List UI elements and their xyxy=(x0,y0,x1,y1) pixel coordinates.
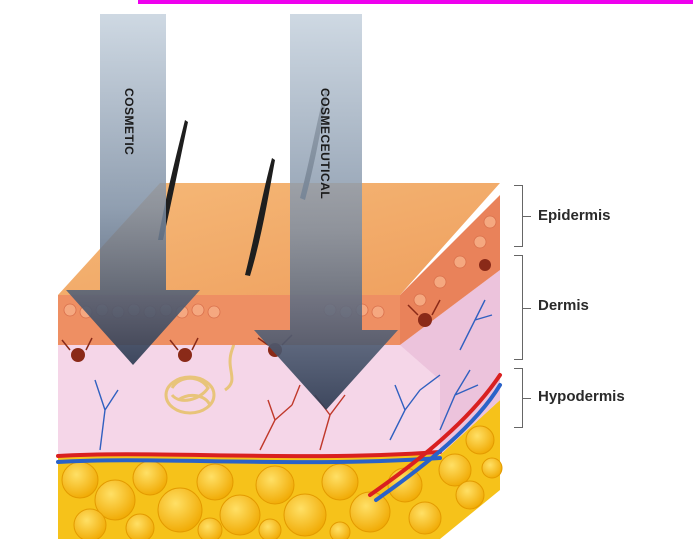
epidermis-bracket xyxy=(514,185,523,247)
dermis-label: Dermis xyxy=(538,297,589,314)
hypodermis-bracket xyxy=(514,368,523,428)
hypodermis-label: Hypodermis xyxy=(538,388,625,405)
cosmeceutical-label: COSMECEUTICAL xyxy=(318,88,332,199)
cosmetic-label: COSMETIC xyxy=(122,88,136,155)
epidermis-label: Epidermis xyxy=(538,207,611,224)
top-accent-bar xyxy=(138,0,693,4)
dermis-bracket xyxy=(514,255,523,360)
